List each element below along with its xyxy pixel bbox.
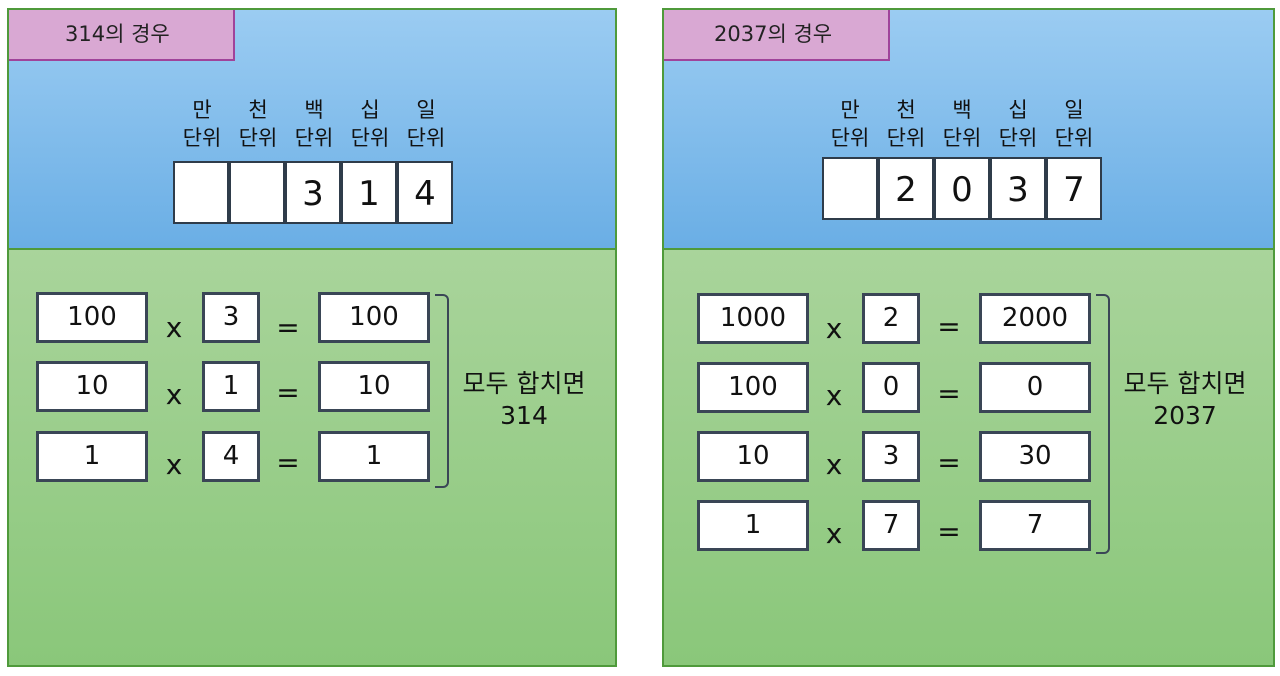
product-box: 30 — [979, 431, 1091, 482]
place-label-unit: 단위 — [998, 126, 1038, 150]
place-label-unit: 단위 — [238, 126, 278, 150]
digit-value-box: 4 — [202, 431, 260, 482]
panel-314: 314의 경우 만 천 백 십 일 단위 단위 단위 단위 단위 3 1 4 1… — [7, 8, 617, 667]
place-label-unit: 단위 — [942, 126, 982, 150]
place-value-box: 100 — [36, 292, 148, 343]
place-label-unit: 단위 — [182, 126, 222, 150]
equals-sign: = — [937, 377, 961, 410]
panel-2037: 2037의 경우 만 천 백 십 일 단위 단위 단위 단위 단위 2 0 3 … — [662, 8, 1275, 667]
panel-title: 2037의 경우 — [664, 10, 890, 61]
digit-box: 7 — [1046, 157, 1102, 220]
times-sign: x — [165, 378, 183, 411]
summary-label: 모두 합치면 — [1123, 369, 1247, 398]
place-label-top: 천 — [248, 98, 268, 122]
digit-box: 0 — [934, 157, 990, 220]
digit-box: 2 — [878, 157, 934, 220]
equals-sign: = — [276, 376, 300, 409]
digit-value-box: 3 — [862, 431, 920, 482]
digit-box — [822, 157, 878, 220]
place-label-unit: 단위 — [830, 126, 870, 150]
place-value-box: 1000 — [697, 293, 809, 344]
summary-total: 2037 — [1153, 401, 1217, 430]
times-sign: x — [165, 448, 183, 481]
equals-sign: = — [937, 515, 961, 548]
equals-sign: = — [937, 446, 961, 479]
product-box: 10 — [318, 361, 430, 412]
digit-value-box: 7 — [862, 500, 920, 551]
equals-sign: = — [276, 311, 300, 344]
place-value-box: 1 — [36, 431, 148, 482]
place-label-top: 십 — [1008, 98, 1028, 122]
place-label-top: 만 — [840, 98, 860, 122]
product-box: 7 — [979, 500, 1091, 551]
summary-total: 314 — [500, 401, 548, 430]
place-label-unit: 단위 — [1054, 126, 1094, 150]
digit-value-box: 0 — [862, 362, 920, 413]
digit-value-box: 1 — [202, 361, 260, 412]
summary-text: 모두 합치면 314 — [449, 368, 599, 432]
digit-value-box: 2 — [862, 293, 920, 344]
place-label-top: 만 — [192, 98, 212, 122]
product-box: 100 — [318, 292, 430, 343]
times-sign: x — [825, 517, 843, 550]
digit-box: 4 — [397, 161, 453, 224]
place-label-top: 십 — [360, 98, 380, 122]
place-label-top: 일 — [416, 98, 436, 122]
place-label-unit: 단위 — [886, 126, 926, 150]
product-box: 2000 — [979, 293, 1091, 344]
place-value-box: 1 — [697, 500, 809, 551]
place-label-unit: 단위 — [350, 126, 390, 150]
place-value-box: 100 — [697, 362, 809, 413]
equals-sign: = — [937, 310, 961, 343]
summary-label: 모두 합치면 — [462, 369, 586, 398]
digit-box — [173, 161, 229, 224]
equals-sign: = — [276, 446, 300, 479]
grouping-bracket — [435, 294, 449, 488]
times-sign: x — [165, 311, 183, 344]
times-sign: x — [825, 379, 843, 412]
digit-value-box: 3 — [202, 292, 260, 343]
digit-box: 3 — [990, 157, 1046, 220]
digit-box — [229, 161, 285, 224]
times-sign: x — [825, 448, 843, 481]
place-label-top: 천 — [896, 98, 916, 122]
place-label-top: 일 — [1064, 98, 1084, 122]
place-value-box: 10 — [697, 431, 809, 482]
place-label-unit: 단위 — [294, 126, 334, 150]
panel-title: 314의 경우 — [9, 10, 235, 61]
summary-text: 모두 합치면 2037 — [1110, 368, 1260, 432]
digit-box: 3 — [285, 161, 341, 224]
product-box: 0 — [979, 362, 1091, 413]
place-label-top: 백 — [304, 98, 324, 122]
digit-box: 1 — [341, 161, 397, 224]
place-label-unit: 단위 — [406, 126, 446, 150]
place-value-box: 10 — [36, 361, 148, 412]
product-box: 1 — [318, 431, 430, 482]
grouping-bracket — [1096, 294, 1110, 554]
times-sign: x — [825, 312, 843, 345]
place-label-top: 백 — [952, 98, 972, 122]
